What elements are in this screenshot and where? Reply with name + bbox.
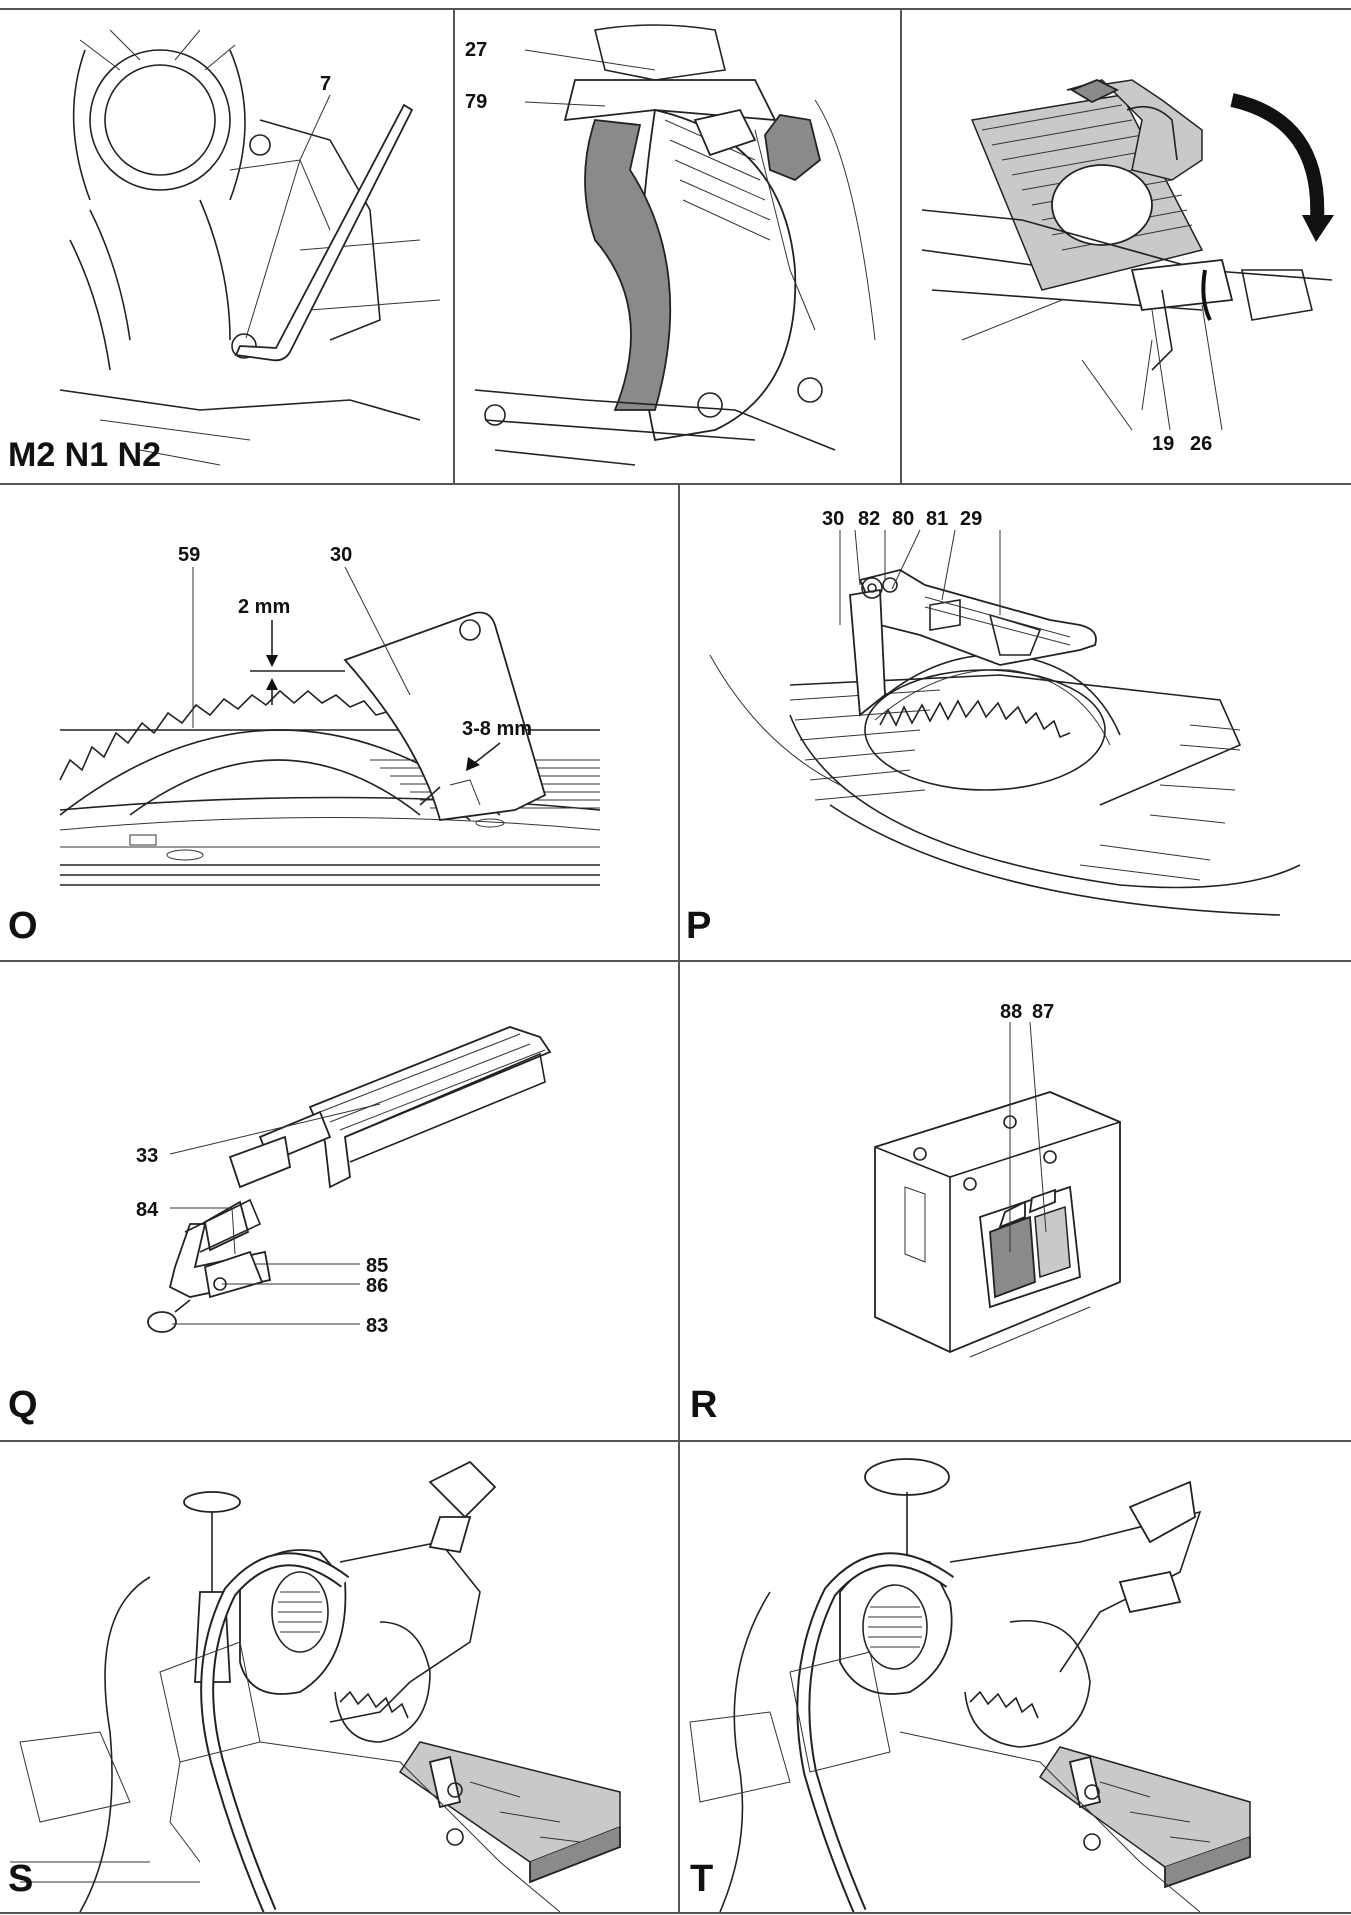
callout-85: 85 bbox=[366, 1255, 388, 1277]
n1-illustration: 27 79 bbox=[465, 24, 876, 466]
figure-n2-tilt-saw-head: 19 26 bbox=[902, 10, 1351, 483]
callout-29: 29 bbox=[960, 508, 982, 530]
callout-27: 27 bbox=[465, 39, 487, 61]
panel-label-p: P bbox=[686, 905, 712, 947]
callout-26: 26 bbox=[1190, 433, 1212, 455]
n2-illustration: 19 26 bbox=[921, 79, 1334, 455]
figure-o-riving-knife-clearance: 59 30 2 mm 3-8 mm O bbox=[0, 485, 678, 960]
panel-label-o: O bbox=[8, 905, 38, 947]
figure-p-saw-guard-assembly: 30 82 80 81 29 P bbox=[680, 485, 1351, 960]
callout-33: 33 bbox=[136, 1145, 158, 1167]
divider-col-a bbox=[453, 8, 455, 484]
figure-r-motor-brushes: 88 87 R bbox=[680, 962, 1351, 1440]
s-illustration bbox=[10, 1460, 621, 1912]
callout-19: 19 bbox=[1152, 433, 1174, 455]
divider-row1 bbox=[0, 483, 1351, 485]
divider-col-mid bbox=[678, 484, 680, 1913]
figure-t-saw-cutting-position: T bbox=[680, 1442, 1351, 1912]
callout-87: 87 bbox=[1032, 1001, 1054, 1023]
r-illustration: 88 87 bbox=[874, 1001, 1121, 1358]
callout-81: 81 bbox=[926, 508, 948, 530]
divider-col-b bbox=[900, 8, 902, 484]
panel-label-t: T bbox=[690, 1858, 714, 1900]
divider-row3 bbox=[0, 1440, 1351, 1442]
panel-label-s: S bbox=[8, 1858, 34, 1900]
o-illustration: 59 30 2 mm 3-8 mm bbox=[59, 544, 601, 886]
divider-bottom bbox=[0, 1912, 1351, 1914]
divider-row2 bbox=[0, 960, 1351, 962]
callout-79: 79 bbox=[465, 91, 487, 113]
callout-30: 30 bbox=[330, 544, 352, 566]
callout-84: 84 bbox=[136, 1199, 159, 1221]
callout-86: 86 bbox=[366, 1275, 388, 1297]
callout-88: 88 bbox=[1000, 1001, 1022, 1023]
q-illustration: 33 84 85 86 83 bbox=[136, 1026, 552, 1337]
m2-illustration: 7 bbox=[59, 29, 441, 466]
dimension-3-8mm: 3-8 mm bbox=[462, 718, 532, 740]
callout-30-p: 30 bbox=[822, 508, 844, 530]
figure-m2-hex-key: 7 M2 N1 N2 bbox=[0, 10, 453, 483]
divider-top bbox=[0, 8, 1351, 10]
panel-label-q: Q bbox=[8, 1384, 38, 1426]
p-illustration: 30 82 80 81 29 bbox=[709, 508, 1301, 916]
callout-83: 83 bbox=[366, 1315, 388, 1337]
callout-80: 80 bbox=[892, 508, 914, 530]
panel-label-r: R bbox=[690, 1384, 718, 1426]
figure-s-saw-cutting-position: S bbox=[0, 1442, 678, 1912]
figure-q-extension-profile: 33 84 85 86 83 Q bbox=[0, 962, 678, 1440]
panel-label-m2: M2 N1 N2 bbox=[8, 436, 162, 474]
callout-59: 59 bbox=[178, 544, 200, 566]
dimension-2mm: 2 mm bbox=[238, 596, 290, 618]
callout-82: 82 bbox=[858, 508, 880, 530]
callout-7: 7 bbox=[320, 73, 331, 95]
t-illustration bbox=[689, 1458, 1251, 1912]
figure-n1-riving-knife-guard: 27 79 bbox=[455, 10, 900, 483]
